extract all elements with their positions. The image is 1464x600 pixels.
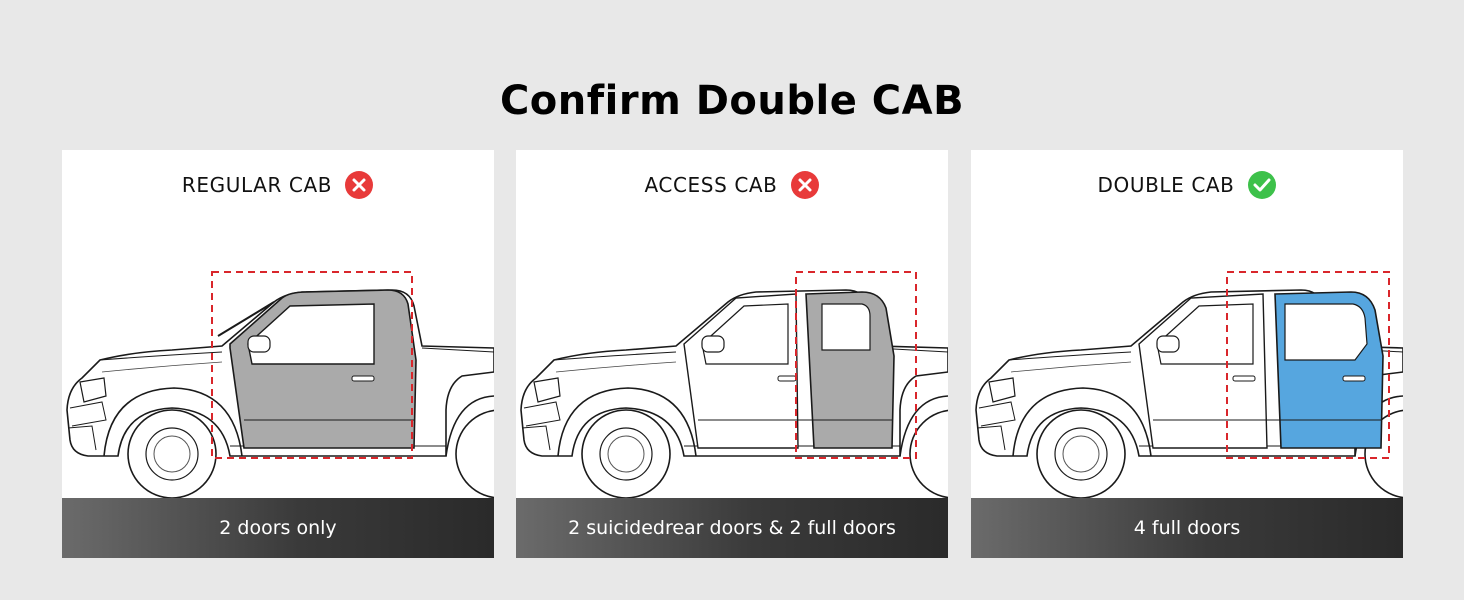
card-header: DOUBLE CAB <box>971 170 1403 200</box>
mirror-icon <box>701 335 725 353</box>
check-icon <box>1247 171 1276 199</box>
door-handle-icon <box>1232 375 1256 382</box>
access-cab-card: ACCESS CAB 2 suicidedrear doors & 2 full… <box>516 150 948 558</box>
card-caption: 2 suicidedrear doors & 2 full doors <box>568 517 896 539</box>
card-header: REGULAR CAB <box>62 170 494 200</box>
door-handle-icon <box>1342 375 1366 382</box>
caption-bar: 4 full doors <box>971 498 1403 558</box>
regular-cab-card: REGULAR CAB 2 doors only <box>62 150 494 558</box>
dashed-highlight-frame <box>211 271 413 459</box>
card-label: DOUBLE CAB <box>1097 173 1235 197</box>
card-header: ACCESS CAB <box>516 170 948 200</box>
double-cab-card: DOUBLE CAB 4 full doors <box>971 150 1403 558</box>
dashed-highlight-frame <box>1226 271 1390 459</box>
card-label: REGULAR CAB <box>181 173 333 197</box>
x-icon <box>345 171 374 199</box>
caption-bar: 2 doors only <box>62 498 494 558</box>
page-title: Confirm Double CAB <box>499 78 965 124</box>
card-caption: 2 doors only <box>219 517 337 539</box>
door-handle-icon <box>351 375 375 382</box>
x-icon <box>790 171 819 199</box>
access-cab-truck-illustration <box>520 271 948 499</box>
card-label: ACCESS CAB <box>644 173 778 197</box>
mirror-icon <box>247 335 271 353</box>
dashed-highlight-frame <box>795 271 917 459</box>
mirror-icon <box>1156 335 1180 353</box>
door-handle-icon <box>777 375 797 382</box>
card-caption: 4 full doors <box>1133 517 1241 539</box>
double-cab-truck-illustration <box>975 271 1403 499</box>
regular-cab-truck-illustration <box>66 271 494 499</box>
caption-bar: 2 suicidedrear doors & 2 full doors <box>516 498 948 558</box>
